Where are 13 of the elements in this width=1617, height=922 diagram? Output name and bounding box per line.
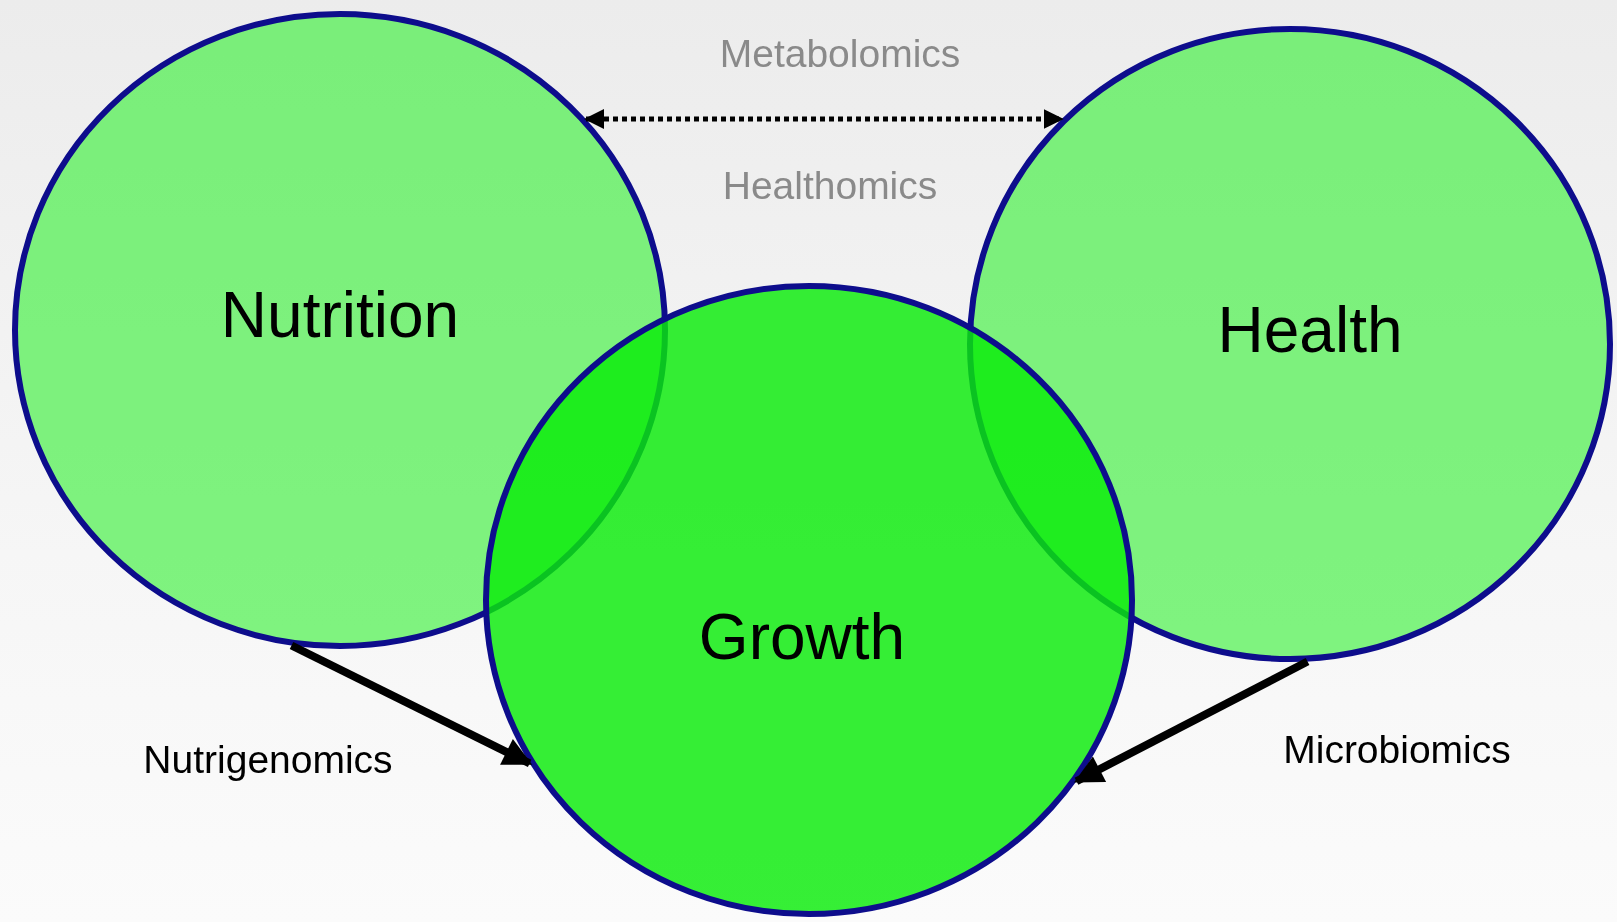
- circle-label: Health: [1217, 293, 1403, 367]
- arrow: [289, 641, 533, 768]
- arrow: [1073, 658, 1310, 785]
- circle-label: Nutrition: [220, 278, 460, 352]
- label: Metabolomics: [719, 32, 961, 76]
- label: Healthomics: [722, 164, 938, 208]
- edge-label: Nutrigenomics: [143, 738, 393, 782]
- edge-label: Microbiomics: [1283, 728, 1511, 772]
- arrow: [584, 109, 1064, 129]
- circle: [967, 26, 1613, 662]
- circle-label: Growth: [698, 600, 906, 674]
- circle: [12, 11, 668, 649]
- circle: [483, 283, 1135, 917]
